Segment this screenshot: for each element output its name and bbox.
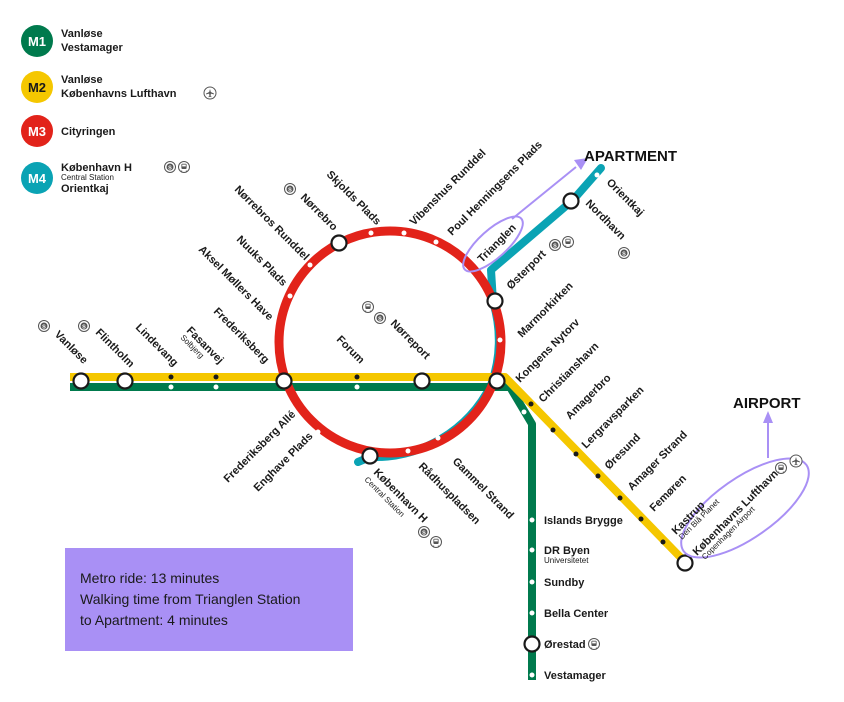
legend-m2: M2 Vanløse Københavns Lufthavn [21, 71, 217, 103]
airplane-icon [203, 86, 217, 100]
interchange-stations [72, 192, 694, 653]
station-frederiksberg-alle: Frederiksberg Allé [222, 409, 299, 486]
legend-m3: M3 Cityringen [21, 115, 116, 147]
lufthavn-train-icon [775, 462, 787, 474]
train-icon [178, 161, 190, 173]
station-flintholm: Flintholm [93, 327, 137, 371]
station-orestad: Ørestad [544, 639, 586, 651]
m2-badge [21, 71, 53, 103]
trianglen-highlight [462, 215, 524, 273]
apartment-arrow [511, 166, 577, 220]
m3-badge [21, 115, 53, 147]
m4-badge [21, 162, 53, 194]
station-dots [168, 172, 666, 678]
station-vestamager: Vestamager [544, 670, 606, 682]
m4-terminus-2: Orientkaj [61, 183, 109, 195]
m4-badge-label: M4 [28, 171, 47, 186]
s-train-icon [164, 161, 176, 173]
m3-badge-label: M3 [28, 124, 46, 139]
station-norreport: Nørreport [388, 318, 433, 363]
m4-terminus-1-sub: Central Station [61, 173, 114, 182]
travel-info-box: Metro ride: 13 minutes Walking time from… [65, 548, 353, 651]
m2-terminus-1: Vanløse [61, 74, 103, 86]
station-oresund: Øresund [603, 432, 643, 472]
info-walking-time: Walking time from Trianglen Station [80, 591, 301, 607]
orestad-train-icon [588, 638, 600, 650]
m4-terminus-1: København H [61, 162, 132, 174]
vanlose-s-train-icon [38, 320, 50, 332]
m3-name: Cityringen [61, 126, 116, 138]
osterport-s-train-icon [549, 239, 561, 251]
airport-highlight [680, 457, 810, 559]
kobenhavn-h-s-train-icon [418, 526, 430, 538]
highlight-annotations [462, 158, 810, 559]
info-metro-ride: Metro ride: 13 minutes [80, 570, 220, 586]
osterport-train-icon [562, 236, 574, 248]
norreport-train-icon [362, 301, 374, 313]
station-forum: Forum [334, 334, 367, 367]
m2-badge-label: M2 [28, 80, 46, 95]
station-dr-byen-sub: Universitetet [544, 556, 589, 565]
norreport-s-train-icon [374, 312, 386, 324]
airport-label: AIRPORT [733, 395, 801, 412]
station-norrebro: Nørrebro [298, 192, 340, 234]
flintholm-s-train-icon [78, 320, 90, 332]
m2-terminus-2: Københavns Lufthavn [61, 88, 177, 100]
m1-badge [21, 25, 53, 57]
station-bella-center: Bella Center [544, 608, 609, 620]
station-sundby: Sundby [544, 577, 585, 589]
m1-terminus-1: Vanløse [61, 28, 103, 40]
station-orientkaj: Orientkaj [604, 177, 646, 219]
legend-m4: M4 København H Central Station Orientkaj [21, 161, 190, 195]
legend: M1 Vanløse Vestamager M2 Vanløse Københa… [21, 25, 217, 195]
lufthavn-airplane-icon [789, 454, 803, 468]
station-vibenshus-runddel: Vibenshus Runddel [408, 147, 489, 228]
apartment-arrowhead [574, 158, 588, 170]
kobenhavn-h-train-icon [430, 536, 442, 548]
station-islands-brygge: Islands Brygge [544, 515, 623, 527]
apartment-label: APARTMENT [584, 148, 677, 165]
legend-m1: M1 Vanløse Vestamager [21, 25, 123, 57]
station-vanlose: Vanløse [52, 329, 90, 367]
norrebro-s-train-icon [284, 183, 296, 195]
info-walking-destination: to Apartment: 4 minutes [80, 612, 228, 628]
airport-arrowhead [763, 411, 773, 423]
station-lindevang: Lindevang [133, 322, 180, 369]
station-nordhavn: Nordhavn [583, 198, 628, 243]
m1-badge-label: M1 [28, 34, 46, 49]
m1-terminus-2: Vestamager [61, 42, 123, 54]
station-poul-henningsens-plads: Poul Henningsens Plads [446, 139, 545, 238]
station-femoren: Femøren [648, 473, 690, 515]
station-dr-byen: DR Byen [544, 545, 590, 557]
nordhavn-s-train-icon [618, 247, 630, 259]
